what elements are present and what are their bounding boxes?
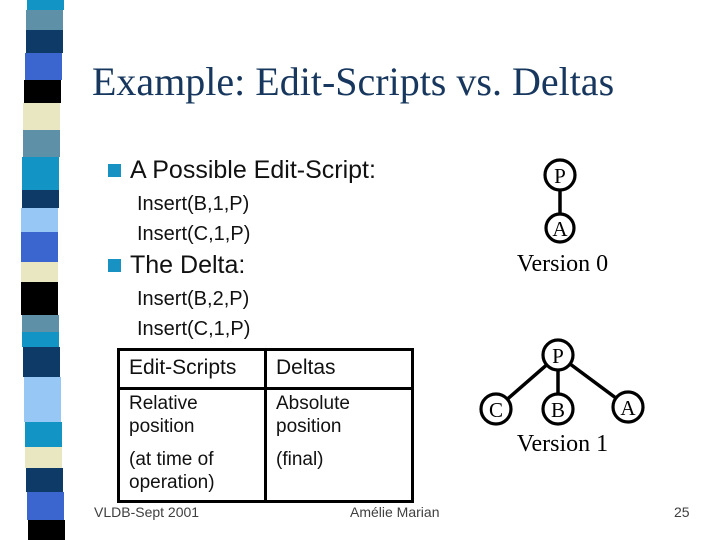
cell-sub-text: (final) xyxy=(276,449,324,470)
strip-segment xyxy=(22,332,59,347)
footer-page-number: 25 xyxy=(674,504,690,520)
tree-node-label: B xyxy=(551,398,565,422)
footer-author: Amélie Marian xyxy=(350,504,440,520)
edit-script-line-1: Insert(B,1,P) xyxy=(137,193,250,215)
strip-segment xyxy=(22,315,59,332)
strip-segment xyxy=(27,492,64,520)
tree-node-circle xyxy=(541,392,575,426)
table-cell-deltas: Absolute position (final) xyxy=(264,387,414,503)
footer-conference: VLDB-Sept 2001 xyxy=(94,504,200,520)
strip-segment xyxy=(21,208,58,232)
comparison-table: Edit-Scripts Deltas Relative position (a… xyxy=(117,348,414,503)
table-cell-edit-scripts: Relative position (at time of operation) xyxy=(117,387,267,503)
table-header-row: Edit-Scripts Deltas xyxy=(117,348,414,390)
slide-title: Example: Edit-Scripts vs. Deltas xyxy=(92,59,615,104)
table-row: Relative position (at time of operation)… xyxy=(117,387,414,503)
tree-node-label: P xyxy=(552,344,564,368)
tree-node-circle xyxy=(544,212,576,244)
strip-segment xyxy=(21,232,58,262)
cell-sub-text: (at time of operation) xyxy=(129,449,215,493)
delta-line-2: Insert(C,1,P) xyxy=(137,318,251,340)
tree-node-circle xyxy=(611,390,645,424)
bullet-item-edit-script: A Possible Edit-Script: xyxy=(108,155,376,185)
tree-node-circle xyxy=(541,338,575,372)
version-1-caption: Version 1 xyxy=(516,431,609,457)
strip-segment xyxy=(25,447,62,468)
tree-diagram-version-0: P A xyxy=(543,158,577,244)
tree-node-circle xyxy=(543,158,577,192)
strip-segment xyxy=(27,0,64,10)
strip-segment xyxy=(21,282,58,315)
table-header-deltas: Deltas xyxy=(264,348,414,390)
bullet-item-delta: The Delta: xyxy=(108,250,245,280)
bullet-label: The Delta: xyxy=(130,251,246,279)
tree-diagram-version-1: P C B A xyxy=(479,338,645,426)
bullet-square-icon xyxy=(108,164,121,177)
edit-script-line-2: Insert(C,1,P) xyxy=(137,223,251,245)
strip-segment xyxy=(24,80,61,103)
cell-main-text: Absolute position xyxy=(276,393,350,437)
strip-segment xyxy=(25,422,62,447)
bullet-label: A Possible Edit-Script: xyxy=(130,156,376,184)
delta-line-1: Insert(B,2,P) xyxy=(137,288,250,310)
tree-node-label: A xyxy=(620,396,636,420)
strip-segment xyxy=(21,262,58,282)
strip-segment xyxy=(25,53,62,80)
table-header-edit-scripts: Edit-Scripts xyxy=(117,348,267,390)
tree-node-label: P xyxy=(554,164,566,188)
tree-node-label: A xyxy=(552,217,568,241)
decorative-strip xyxy=(21,0,68,540)
cell-main-text: Relative position xyxy=(129,393,198,437)
strip-segment xyxy=(26,468,63,492)
version-0-caption: Version 0 xyxy=(516,251,609,277)
strip-segment xyxy=(22,190,59,208)
strip-segment xyxy=(26,30,63,53)
strip-segment xyxy=(23,103,60,130)
strip-segment xyxy=(24,377,61,422)
strip-segment xyxy=(22,157,59,190)
strip-segment xyxy=(28,520,65,540)
strip-segment xyxy=(23,130,60,157)
strip-segment xyxy=(26,10,63,30)
tree-node-label: C xyxy=(489,398,503,422)
strip-segment xyxy=(23,347,60,377)
tree-node-circle xyxy=(479,392,513,426)
bullet-square-icon xyxy=(108,259,121,272)
